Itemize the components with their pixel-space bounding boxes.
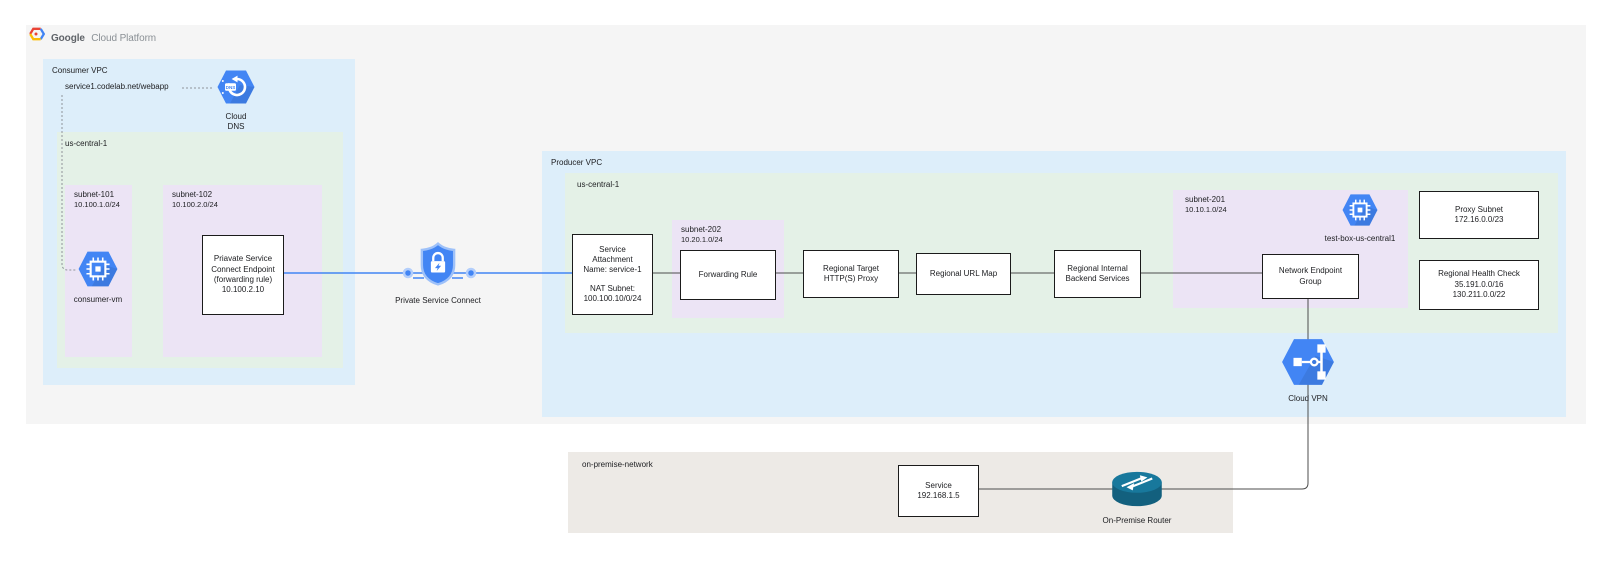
test-box-vm: test-box-us-central1 (1315, 193, 1405, 244)
gcp-logo-icon (29, 27, 46, 46)
health-check-line3: 130.211.0.0/22 (1452, 290, 1506, 300)
on-premise-router-icon (1108, 469, 1166, 514)
regional-backend-line1: Regional Internal (1067, 263, 1128, 273)
regional-target-proxy-line2: HTTP(S) Proxy (823, 274, 879, 283)
service-attachment-line1: Service (599, 244, 626, 254)
proxy-subnet-line1: Proxy Subnet (1454, 204, 1504, 214)
private-service-connect: Private Service Connect (383, 241, 493, 306)
subnet-102-name: subnet-102 (172, 190, 213, 199)
gcp-header: Google Cloud Platform (29, 27, 156, 46)
psc-endpoint-line2: Connect Endpoint (211, 264, 275, 274)
cloud-vpn-icon (1280, 337, 1336, 392)
regional-target-proxy-box: Regional Target HTTP(S) Proxy (803, 250, 899, 298)
consumer-vm: consumer-vm (63, 250, 133, 305)
cloud-dns-label-line1: Cloud (225, 112, 247, 121)
cloud-dns: DNS Cloud DNS (206, 69, 266, 132)
on-premise-network-title: on-premise-network (582, 460, 653, 469)
private-service-connect-label: Private Service Connect (395, 296, 481, 305)
network-endpoint-group-box: Network Endpoint Group (1262, 254, 1359, 299)
producer-region-label: us-central-1 (577, 180, 620, 189)
consumer-vm-label: consumer-vm (73, 295, 123, 304)
brand-google: Google (51, 32, 85, 44)
producer-vpc-title: Producer VPC (551, 158, 603, 167)
regional-target-proxy-line1: Regional Target (823, 263, 879, 273)
service-attachment-line2: Attachment (592, 254, 633, 264)
test-box-vm-label: test-box-us-central1 (1324, 234, 1396, 243)
psc-endpoint-line3: (forwarding rule) (213, 275, 273, 284)
consumer-region-label: us-central-1 (65, 139, 108, 148)
subnet-101-cidr: 10.100.1.0/24 (74, 200, 120, 209)
neg-line1: Network Endpoint (1278, 266, 1343, 276)
health-check-line2: 35.191.0.0/16 (1454, 279, 1504, 289)
on-premise-router-label: On-Premise Router (1102, 516, 1172, 525)
service-attachment-line3: Name: service-1 (583, 265, 642, 275)
service-attachment-line5: 100.100.10/0/24 (583, 294, 642, 304)
onprem-service-line1: Service (925, 480, 952, 490)
forwarding-rule-label: Forwarding Rule (698, 269, 758, 279)
cloud-vpn: Cloud VPN (1268, 337, 1348, 404)
psc-endpoint-box: Priavate Service Connect Endpoint (forwa… (202, 235, 284, 315)
test-box-vm-icon (1341, 193, 1379, 232)
regional-url-map-label: Regional URL Map (929, 268, 998, 278)
private-service-connect-icon (419, 241, 457, 292)
consumer-vpc-title: Consumer VPC (52, 66, 108, 75)
on-premise-router: On-Premise Router (1082, 469, 1192, 526)
regional-url-map-box: Regional URL Map (916, 253, 1011, 295)
subnet-202-cidr: 10.20.1.0/24 (681, 235, 723, 244)
regional-backend-services-box: Regional Internal Backend Services (1054, 250, 1141, 298)
subnet-101-name: subnet-101 (74, 190, 115, 199)
proxy-subnet-box: Proxy Subnet 172.16.0.0/23 (1419, 191, 1539, 239)
subnet-202-name: subnet-202 (681, 225, 722, 234)
brand-cloud-platform: Cloud Platform (91, 32, 157, 44)
psc-endpoint-line1: Priavate Service (213, 254, 273, 264)
onprem-service-line2: 192.168.1.5 (917, 491, 960, 500)
consumer-vm-icon (77, 250, 119, 293)
psc-endpoint-line4: 10.100.2.10 (221, 285, 265, 295)
service-attachment-box: Service Attachment Name: service-1 NAT S… (572, 234, 653, 315)
forwarding-rule-box: Forwarding Rule (680, 250, 776, 300)
regional-health-check-box: Regional Health Check 35.191.0.0/16 130.… (1419, 260, 1539, 310)
regional-backend-line2: Backend Services (1065, 274, 1130, 283)
neg-line2: Group (1299, 276, 1322, 286)
health-check-line1: Regional Health Check (1438, 269, 1520, 279)
service-attachment-line4: NAT Subnet: (589, 283, 636, 293)
onprem-service-box: Service 192.168.1.5 (898, 465, 979, 517)
cloud-dns-label-line2: DNS (227, 122, 245, 131)
cloud-dns-icon: DNS (216, 69, 256, 110)
subnet-201-name: subnet-201 (1185, 195, 1226, 204)
proxy-subnet-line2: 172.16.0.0/23 (1454, 215, 1504, 224)
subnet-201-cidr: 10.10.1.0/24 (1185, 205, 1227, 214)
subnet-102-cidr: 10.100.2.0/24 (172, 200, 218, 209)
dns-record-text: service1.codelab.net/webapp (65, 82, 169, 91)
cloud-vpn-label: Cloud VPN (1288, 394, 1328, 403)
dns-glyph-text: DNS (226, 85, 236, 90)
